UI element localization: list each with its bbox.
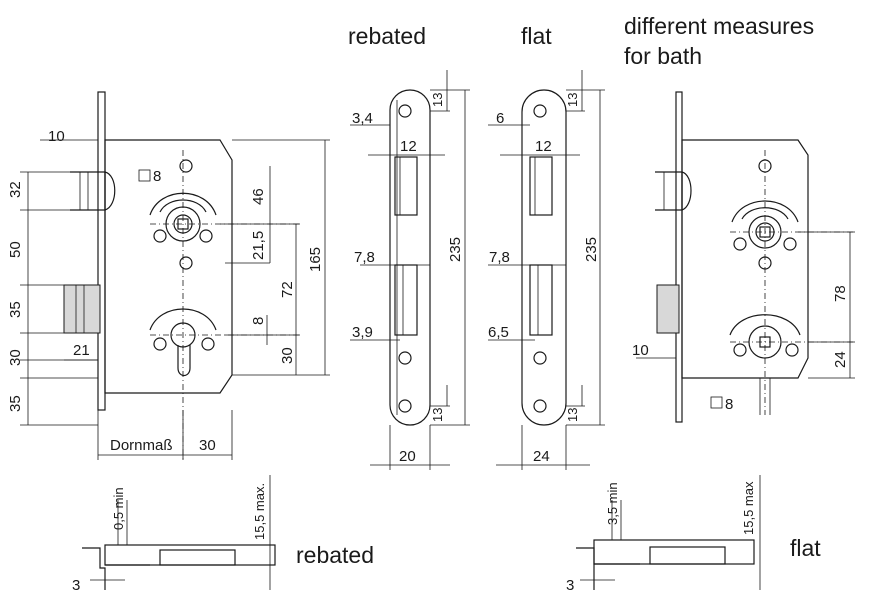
rebated-faceplate	[350, 70, 470, 470]
dim-spindle-bath: 8	[725, 396, 733, 413]
dim-6-5: 6,5	[488, 324, 509, 341]
dim-7-8-flat: 7,8	[489, 249, 510, 266]
dim-0-5-min: 0,5 min	[111, 487, 126, 530]
dim-72: 72	[279, 281, 296, 298]
square-spindle-icon	[138, 169, 151, 182]
dim-32: 32	[7, 181, 24, 198]
latch-bolt	[70, 171, 106, 211]
dim-24-flat: 24	[533, 448, 550, 465]
bath-lock-view	[636, 91, 855, 423]
dim-30-bottom: 30	[199, 437, 216, 454]
dim-21: 21	[73, 342, 90, 359]
lock-case	[104, 139, 233, 394]
dim-spindle-8: 8	[153, 168, 161, 185]
dim-dornmass: Dornmaß	[110, 437, 173, 454]
section-rebated	[82, 475, 276, 590]
dim-30-right: 30	[279, 347, 296, 364]
dim-10: 10	[48, 128, 65, 145]
dim-78: 78	[832, 285, 849, 302]
heading-bottom-flat: flat	[790, 535, 821, 561]
dim-12-rebated: 12	[400, 138, 417, 155]
dim-8: 8	[250, 317, 267, 325]
dim-3-flat: 3	[566, 577, 574, 594]
dim-3-rebated: 3	[72, 577, 80, 594]
dim-46: 46	[250, 188, 267, 205]
dim-13-bottom-flat: 13	[565, 408, 580, 422]
dead-bolt	[63, 284, 101, 334]
dim-7-8-rebated: 7,8	[354, 249, 375, 266]
main-lock-view	[20, 91, 330, 460]
dim-3-5-min: 3,5 min	[605, 482, 620, 525]
dim-35-lower: 35	[7, 395, 24, 412]
dim-21-5: 21,5	[250, 231, 267, 260]
flat-faceplate	[488, 70, 605, 470]
dim-50: 50	[7, 241, 24, 258]
heading-rebated: rebated	[348, 23, 426, 49]
dim-235-rebated: 235	[447, 237, 464, 262]
dim-3-4: 3,4	[352, 110, 373, 127]
dim-165: 165	[307, 247, 324, 272]
square-spindle-bath-icon	[710, 396, 723, 409]
heading-flat: flat	[521, 23, 552, 49]
dim-30-left: 30	[7, 349, 24, 366]
dim-235-flat: 235	[583, 237, 600, 262]
forend-plate	[97, 91, 106, 411]
dim-24-bath: 24	[832, 351, 849, 368]
dim-3-9: 3,9	[352, 324, 373, 341]
dim-15-5-max-rebated: 15,5 max.	[252, 483, 267, 540]
section-flat	[576, 475, 761, 590]
dim-13-top-rebated: 13	[430, 93, 445, 107]
heading-bottom-rebated: rebated	[296, 542, 374, 568]
dim-13-bottom-rebated: 13	[430, 408, 445, 422]
dim-10-bath: 10	[632, 342, 649, 359]
dim-13-top-flat: 13	[565, 93, 580, 107]
heading-bath-line2: for bath	[624, 43, 702, 69]
dim-35-upper: 35	[7, 301, 24, 318]
dim-15-5-max-flat: 15,5 max	[741, 481, 756, 535]
dim-12-flat: 12	[535, 138, 552, 155]
dim-6: 6	[496, 110, 504, 127]
heading-bath-line1: different measures	[624, 13, 814, 39]
dim-20: 20	[399, 448, 416, 465]
